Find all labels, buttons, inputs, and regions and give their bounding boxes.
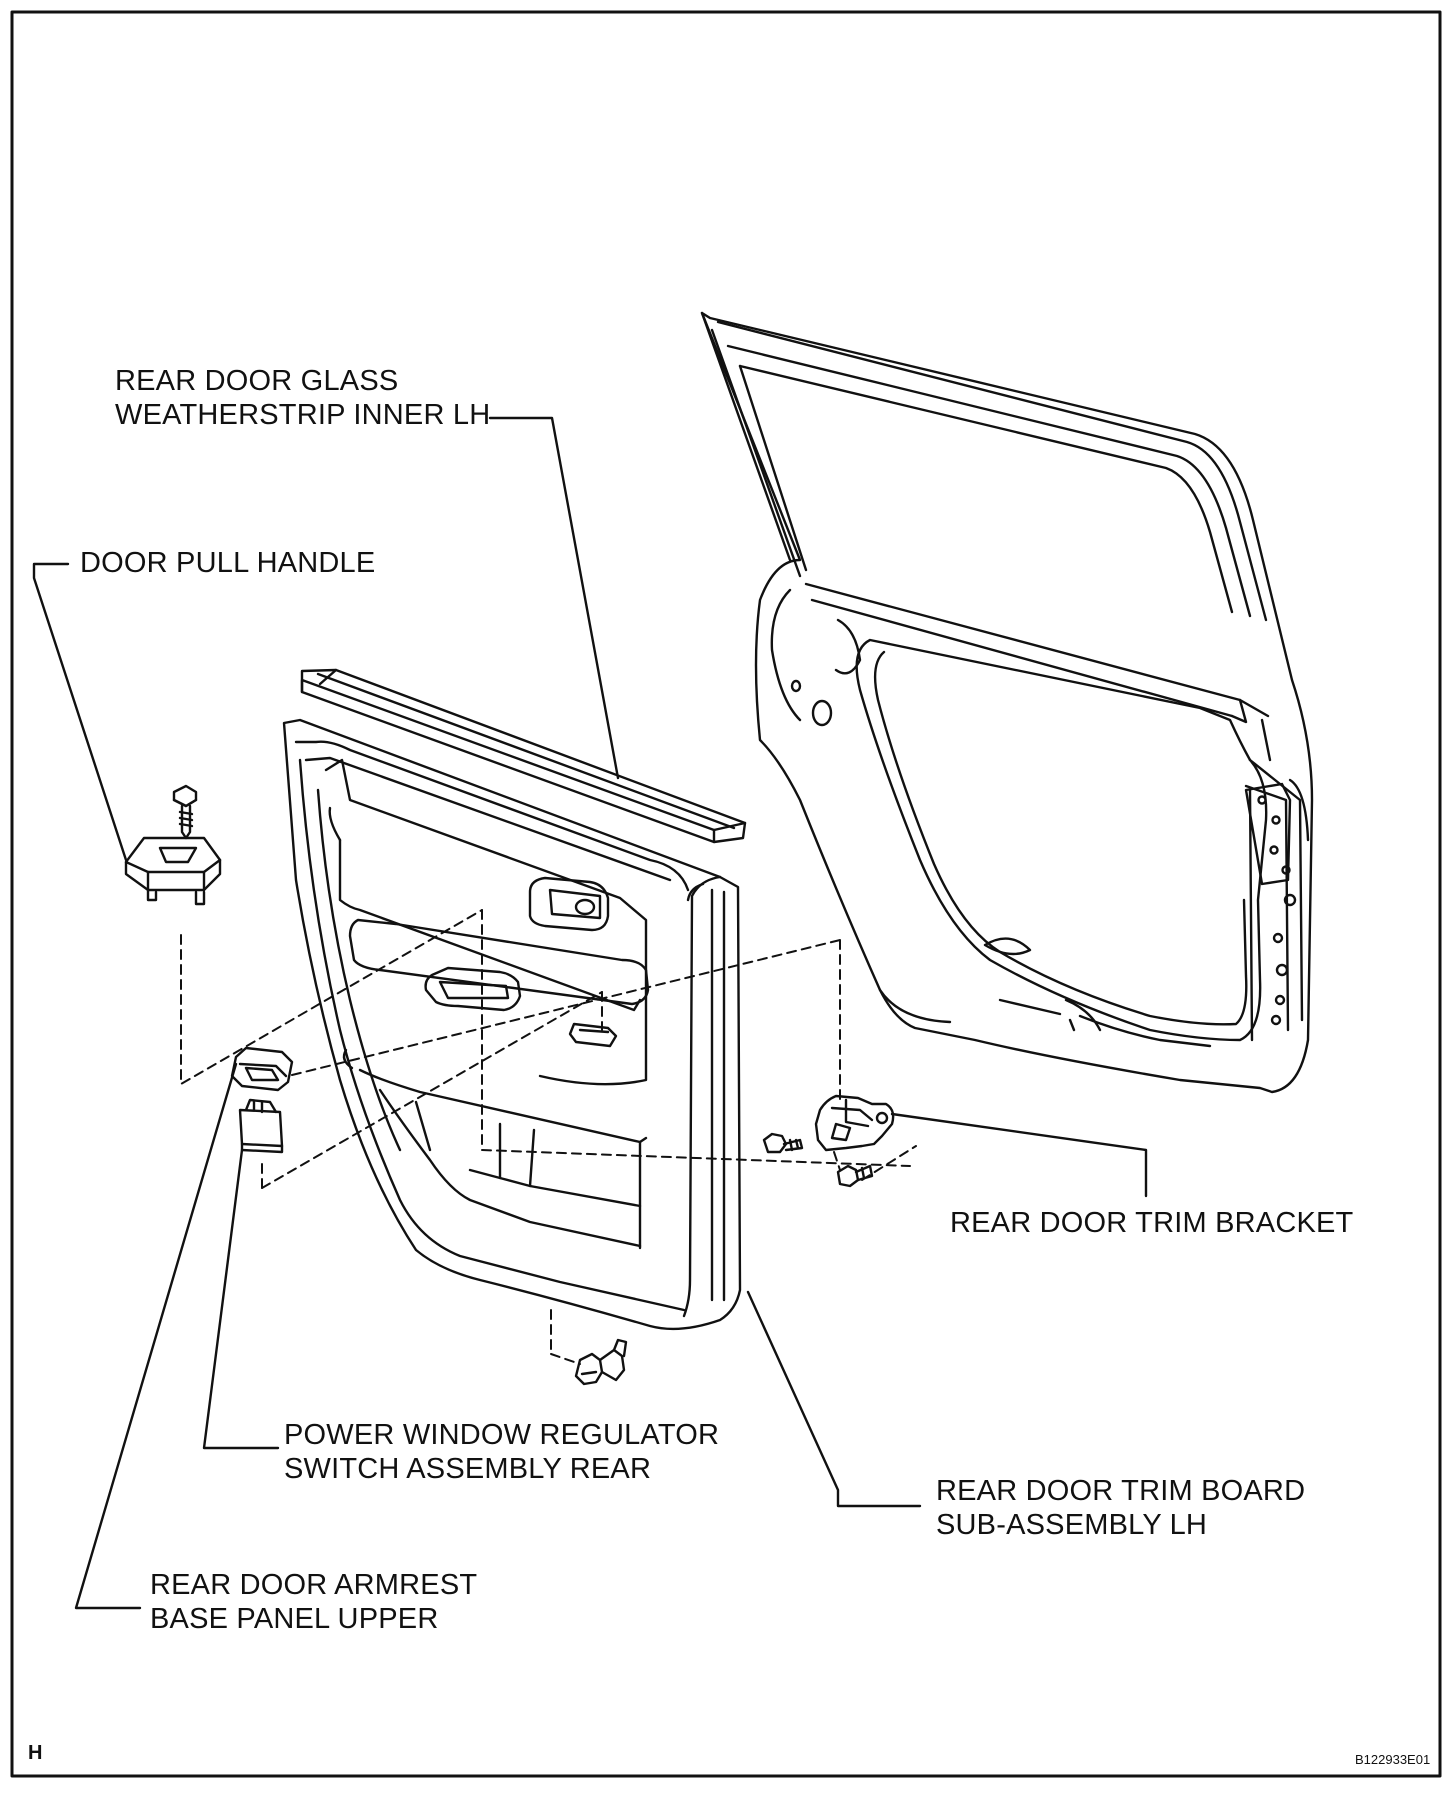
callout-line: WEATHERSTRIP INNER LH: [115, 399, 491, 431]
callout-line: REAR DOOR TRIM BOARD: [936, 1475, 1306, 1507]
callout-line: BASE PANEL UPPER: [150, 1603, 439, 1635]
trim-clip-part: [574, 1338, 628, 1386]
callout-line: REAR DOOR ARMREST: [150, 1569, 478, 1601]
regulator-switch-part: [238, 1098, 284, 1154]
door-pull-handle-part: [124, 784, 222, 906]
trim-bracket-part: [762, 1094, 895, 1188]
door-frame: [700, 311, 1314, 1094]
leader-lines: [32, 416, 1148, 1610]
callout-glass-weatherstrip: REAR DOOR GLASS WEATHERSTRIP INNER LH: [115, 364, 490, 432]
callout-armrest-panel: REAR DOOR ARMREST BASE PANEL UPPER: [150, 1568, 477, 1636]
trim-board-part: [282, 718, 742, 1331]
glass-weatherstrip-part: [300, 668, 747, 844]
callout-line: SWITCH ASSEMBLY REAR: [284, 1453, 652, 1485]
callout-door-pull-handle: DOOR PULL HANDLE: [80, 546, 375, 580]
callout-trim-board: REAR DOOR TRIM BOARD SUB-ASSEMBLY LH: [936, 1474, 1305, 1542]
callout-line: REAR DOOR GLASS: [115, 365, 399, 397]
callout-line: DOOR PULL HANDLE: [80, 547, 376, 579]
callout-regulator-switch: POWER WINDOW REGULATOR SWITCH ASSEMBLY R…: [284, 1418, 719, 1486]
corner-letter: H: [28, 1742, 43, 1764]
callout-line: POWER WINDOW REGULATOR: [284, 1419, 720, 1451]
callout-line: REAR DOOR TRIM BRACKET: [950, 1207, 1354, 1239]
figure-code: B122933E01: [1355, 1752, 1431, 1767]
callout-line: SUB-ASSEMBLY LH: [936, 1509, 1208, 1541]
armrest-base-panel-part: [230, 1046, 294, 1092]
assembly-guide-lines: [180, 909, 917, 1365]
callout-trim-bracket: REAR DOOR TRIM BRACKET: [950, 1206, 1353, 1240]
frame-border: [10, 10, 1442, 1778]
